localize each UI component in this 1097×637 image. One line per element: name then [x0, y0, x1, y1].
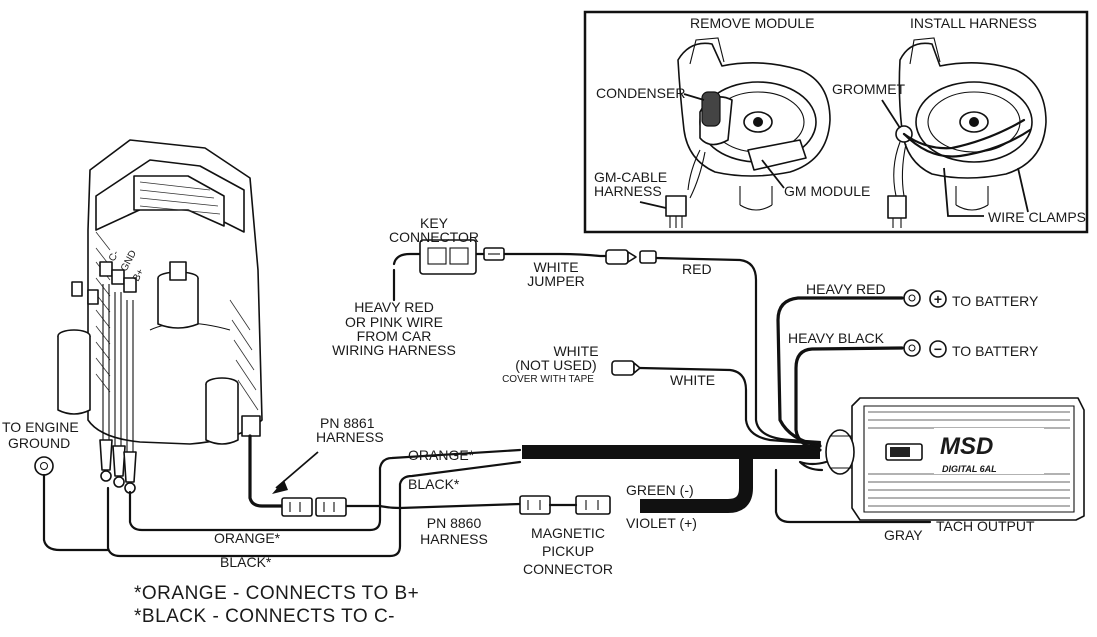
terminal-gnd [111, 269, 125, 285]
heavy-black-cable [794, 346, 904, 452]
positive-terminal-icon [929, 290, 947, 308]
key-connector-label-line2: CONNECTOR [389, 229, 479, 245]
white-not-used-label-line3: COVER WITH TAPE [502, 374, 594, 385]
orange-star-bottom-label: ORANGE* [214, 530, 281, 546]
to-battery-positive-label: TO BATTERY [952, 293, 1039, 309]
pickup-branch-bundle [640, 458, 753, 513]
pn8860-label-line2: HARNESS [420, 531, 488, 547]
heavy-red-wire-label-line4: WIRING HARNESS [332, 342, 456, 358]
white-jumper-label-line1: WHITE [533, 259, 578, 275]
condenser-label: CONDENSER [596, 85, 685, 101]
diagram-labels: KEY CONNECTOR WHITE JUMPER RED HEAVY RED… [214, 215, 1039, 577]
red-jumper-connectors [605, 249, 657, 265]
magnetic-pickup-label-line1: MAGNETIC [531, 525, 605, 541]
black-star-bottom-label: BLACK* [220, 554, 272, 570]
msd-model: DIGITAL 6AL [942, 464, 997, 474]
terminal-c-minus [99, 261, 113, 277]
wire-clamps-label: WIRE CLAMPS [988, 209, 1086, 225]
gm-module-label: GM MODULE [784, 183, 870, 199]
msd-ignition-box: MSD DIGITAL 6AL [798, 397, 1085, 521]
green-label: GREEN (-) [626, 482, 694, 498]
key-connector-label-line1: KEY [420, 215, 449, 231]
condenser-part [701, 91, 721, 127]
white-label: WHITE [670, 372, 715, 388]
white-jumper-label-line2: JUMPER [527, 273, 585, 289]
grommet-label: GROMMET [832, 81, 906, 97]
terminal-c-minus-label: C- [107, 249, 122, 263]
gray-label: GRAY [884, 527, 923, 543]
terminal-b-plus-label: B+ [131, 267, 147, 283]
white-unused-wire [638, 366, 822, 446]
magnetic-pickup-connector [519, 495, 611, 515]
heavy-black-label: HEAVY BLACK [788, 330, 885, 346]
pn8860-label-line1: PN 8860 [427, 515, 482, 531]
heavy-red-wire-label-line1: HEAVY RED [354, 299, 434, 315]
pickup-lead-exit [241, 415, 261, 437]
key-connector [419, 239, 505, 275]
white-unused-terminal [611, 360, 635, 376]
magnetic-pickup-label-line2: PICKUP [542, 543, 594, 559]
msd-brand: MSD [940, 433, 993, 460]
red-label: RED [682, 261, 712, 277]
tach-output-label: TACH OUTPUT [936, 518, 1035, 534]
terminal-b-plus [123, 277, 137, 293]
pn8861-connector [281, 497, 347, 517]
wiring [106, 252, 932, 558]
orange-star-top-label: ORANGE* [408, 447, 475, 463]
pn8861-label-line1: PN 8861 [320, 415, 375, 431]
engine-ground-terminal [34, 456, 110, 552]
magnetic-pickup-label-line3: CONNECTOR [523, 561, 613, 577]
note-orange: *ORANGE - CONNECTS TO B+ [134, 583, 419, 604]
pn8860-harness-wire [344, 502, 522, 510]
gray-tach-wire [774, 468, 932, 524]
positive-sign: + [934, 291, 942, 307]
white-not-used-label-line2: (NOT USED) [515, 357, 596, 373]
white-jumper-wire [502, 252, 608, 258]
note-black: *BLACK - CONNECTS TO C- [134, 606, 395, 627]
negative-sign: − [934, 341, 942, 357]
installation-inset: REMOVE MODULE INSTALL HARNESS CONDENSER … [583, 10, 1089, 234]
heavy-red-wire-label-line3: FROM CAR [357, 328, 432, 344]
heavy-red-wire-label-line2: OR PINK WIRE [345, 314, 443, 330]
black-star-top-label: BLACK* [408, 476, 460, 492]
negative-terminal-icon [929, 340, 947, 358]
inset-title-remove-module: REMOVE MODULE [690, 15, 814, 31]
engine-ground-label-line1: TO ENGINE [2, 419, 79, 435]
white-not-used-label-line1: WHITE [553, 343, 598, 359]
gm-cable-label-line1: GM-CABLE [594, 169, 667, 185]
heavy-red-label: HEAVY RED [806, 281, 886, 297]
engine-ground-label-line2: GROUND [8, 435, 70, 451]
inset-title-install-harness: INSTALL HARNESS [910, 15, 1037, 31]
to-battery-negative-label: TO BATTERY [952, 343, 1039, 359]
pn8861-label-line2: HARNESS [316, 429, 384, 445]
distributor-top-view-right [887, 37, 1047, 228]
black-wire [106, 460, 522, 558]
red-wire [654, 256, 822, 444]
violet-label: VIOLET (+) [626, 515, 697, 531]
pickup-lead-wire [248, 434, 284, 508]
gm-cable-label-line2: HARNESS [594, 183, 662, 199]
distributor-top-view-left [665, 37, 831, 228]
orange-wire [128, 448, 522, 532]
distributor-illustration: C- GND B+ [57, 139, 263, 494]
